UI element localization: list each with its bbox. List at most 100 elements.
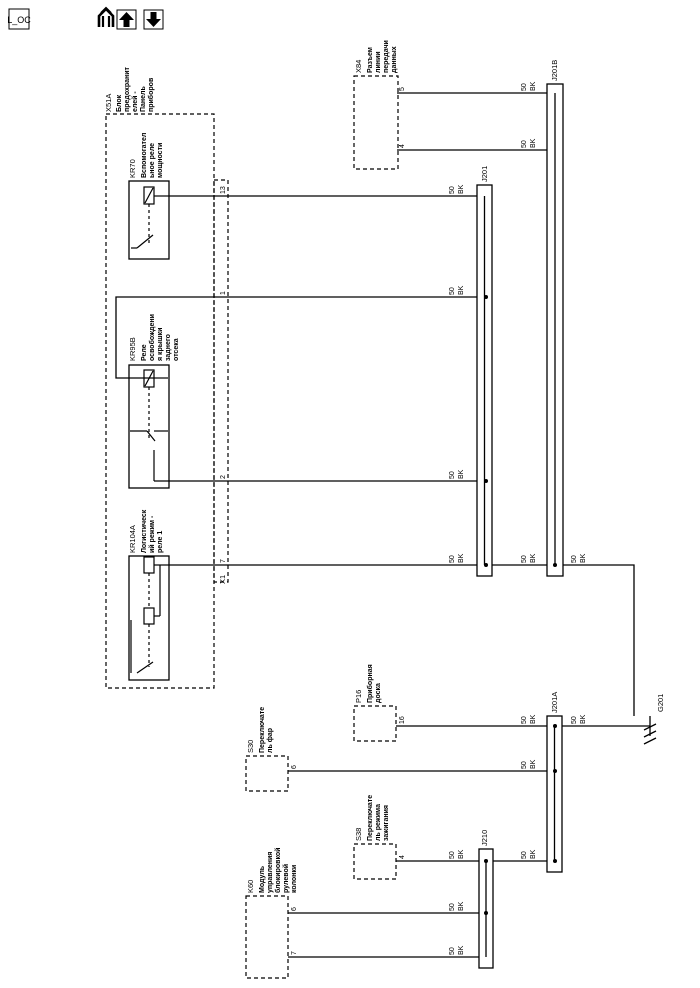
p16-line-1: Приборная	[366, 664, 374, 703]
pin-p16-16: 16	[399, 716, 406, 724]
pin-k60-6: 6	[291, 907, 298, 911]
s38-label-group: S38	[354, 828, 363, 841]
wire-gauge: 50	[521, 555, 528, 563]
wire-color: BK	[530, 553, 537, 563]
kr70-relay-box	[128, 180, 170, 260]
kr95b-line-1: Реле	[141, 344, 148, 361]
x51a-line-3: елей -	[131, 91, 139, 112]
wire-color: BK	[458, 553, 465, 563]
kr95b-relay-box	[128, 364, 170, 489]
x51a-id: X51A	[104, 94, 113, 112]
j210-label: J210	[480, 830, 489, 846]
pin-k60-7: 7	[291, 951, 298, 955]
k60-line-1: Модуль	[259, 865, 266, 893]
k60-line-5: колонки	[291, 865, 298, 893]
kr104a-desc: Логистическ ий режим - реле 1	[141, 509, 164, 553]
location-button[interactable]: L_OC	[7, 8, 31, 30]
p16-connector-outline	[353, 705, 397, 742]
wire-color: BK	[530, 81, 537, 91]
kr95b-line-2: освобождени	[148, 314, 156, 361]
wire-gauge: 50	[521, 851, 528, 859]
pin-x84-5: 5	[399, 87, 406, 91]
kr70-id: KR70	[128, 159, 137, 178]
wire-gauge: 50	[449, 287, 456, 295]
x51a-line-5: приборов	[147, 77, 155, 112]
g201-label: G201	[656, 694, 665, 712]
x84-line-3: передачи	[383, 40, 390, 73]
k60-connector-outline	[245, 895, 289, 979]
kr104a-line-3: реле 1	[157, 531, 164, 553]
x84-label-group: X84	[354, 60, 363, 73]
s38-connector-outline	[353, 843, 397, 880]
wire-gauge: 50	[571, 555, 578, 563]
kr104a-label-group: KR104A	[128, 525, 137, 553]
x1-connector-outline	[213, 179, 229, 583]
wires	[115, 92, 650, 958]
s30-line-1: Переключате	[259, 707, 266, 753]
wire-color: BK	[580, 714, 587, 724]
k60-line-4: рулевой	[282, 864, 290, 893]
s30-desc: Переключате ль фар	[259, 707, 274, 753]
wire-gauge: 50	[521, 140, 528, 148]
kr70-label-group: KR70	[128, 159, 137, 178]
j201b-splice-bar	[546, 83, 564, 577]
kr95b-label-group: KR95B	[128, 337, 137, 361]
kr95b-line-5: отсека	[173, 338, 180, 361]
wire-gauge: 50	[449, 471, 456, 479]
pin-x1-2: 2	[220, 475, 227, 479]
kr95b-line-3: я крышки	[157, 328, 164, 361]
s30-line-2: ль фар	[267, 728, 274, 753]
x51a-label-group: X51A	[104, 94, 113, 112]
x51a-line-4: Панель	[140, 86, 147, 112]
pin-numbers: 5 4 13 1 2 7 16 6 4 6 7	[220, 87, 406, 955]
pin-x1-13: 13	[220, 186, 227, 194]
x84-id: X84	[354, 60, 363, 73]
kr104a-id: KR104A	[128, 525, 137, 553]
x51a-line-1: Блок	[116, 94, 123, 112]
s30-id: S30	[246, 740, 255, 753]
wire-gauge: 50	[521, 761, 528, 769]
kr95b-id: KR95B	[128, 337, 137, 361]
kr95b-desc: Реле освобождени я крышки заднего отсека	[141, 314, 180, 361]
pin-x1-1: 1	[220, 291, 227, 295]
s38-line-1: Переключате	[367, 795, 374, 841]
x84-line-2: линии	[375, 51, 382, 73]
s38-id: S38	[354, 828, 363, 841]
wire-color: BK	[530, 714, 537, 724]
kr70-line-3: мощности	[157, 143, 164, 178]
wire-labels: 50 BK 50 BK 50 BK 50 BK 50 BK 50 BK 50 B…	[449, 81, 587, 955]
wire-gauge: 50	[521, 83, 528, 91]
wire-color: BK	[458, 849, 465, 859]
wire-color: BK	[458, 469, 465, 479]
x84-desc: Разъем линии передачи данных	[367, 40, 398, 73]
wire-gauge: 50	[449, 186, 456, 194]
up-button[interactable]	[116, 9, 137, 30]
k60-id: K60	[246, 880, 255, 893]
s38-line-3: зажигания	[383, 805, 390, 841]
wire-gauge: 50	[571, 716, 578, 724]
pin-x1-7: 7	[220, 559, 227, 563]
ground-symbol	[643, 716, 657, 745]
kr70-relay-internals	[131, 186, 169, 249]
j201-splice-bar	[476, 184, 493, 577]
home-arrows-icon[interactable]	[97, 6, 115, 27]
pin-s38-4: 4	[399, 855, 406, 859]
arrow-up-icon	[119, 12, 134, 27]
j201a-splice-bar	[546, 715, 563, 873]
k60-line-2: управления	[267, 852, 274, 893]
pin-x84-4: 4	[399, 144, 406, 148]
wire-color: BK	[530, 849, 537, 859]
j201a-label: J201A	[550, 692, 559, 713]
s38-line-2: ль режима	[375, 804, 382, 841]
wire-gauge: 50	[521, 716, 528, 724]
location-label: L_OC	[7, 15, 31, 25]
wire-color: BK	[458, 285, 465, 295]
k60-desc: Модуль управления блокировкой рулевой ко…	[259, 848, 298, 893]
wire-gauge: 50	[449, 555, 456, 563]
down-button[interactable]	[143, 9, 164, 30]
wire-color: BK	[458, 184, 465, 194]
kr104a-line-1: Логистическ	[141, 509, 148, 553]
p16-line-2: доска	[375, 683, 382, 703]
wire-gauge: 50	[449, 947, 456, 955]
